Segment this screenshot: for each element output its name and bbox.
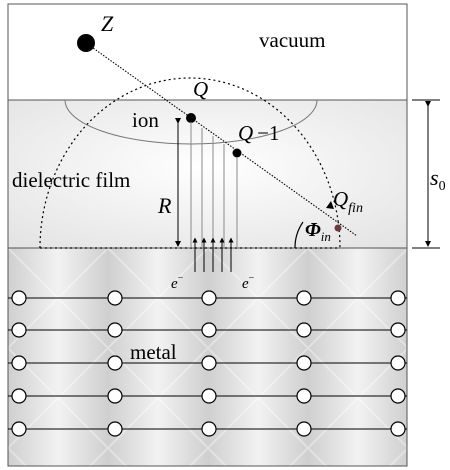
mid-charge-label: Q−1 xyxy=(238,121,280,145)
projectile-label: Z xyxy=(101,11,114,36)
lattice-atom xyxy=(11,388,27,404)
electron-arrows xyxy=(192,237,234,272)
vacuum-label: vacuum xyxy=(259,28,325,52)
lattice-atom xyxy=(107,355,123,371)
metal-lattice xyxy=(8,290,407,437)
lattice-atom xyxy=(201,388,217,404)
surface-charge-label: Q xyxy=(193,77,208,101)
lattice-atom xyxy=(296,290,312,306)
lattice-atom xyxy=(296,421,312,437)
final-charge-label: Qfin xyxy=(333,187,363,216)
lattice-atom xyxy=(11,355,27,371)
lattice-atom xyxy=(11,421,27,437)
lattice-atom xyxy=(107,388,123,404)
lattice-atom xyxy=(296,388,312,404)
lattice-atom xyxy=(107,322,123,338)
ion-mid-dot xyxy=(232,148,242,158)
final-ion-dot xyxy=(334,224,342,232)
lattice-atom xyxy=(296,355,312,371)
lattice-atom xyxy=(201,322,217,338)
lattice-atom xyxy=(11,322,27,338)
vacuum-region xyxy=(7,3,408,101)
ion-label: ion xyxy=(132,108,159,132)
dielectric-film-region xyxy=(7,99,408,249)
lattice-atom xyxy=(390,388,406,404)
ion-dot xyxy=(186,113,196,123)
lattice-atom xyxy=(296,322,312,338)
incidence-angle-arc xyxy=(294,221,304,249)
lattice-atom xyxy=(390,290,406,306)
angle-label: Φin xyxy=(305,219,331,244)
electron-transfer-lines xyxy=(190,122,238,248)
electron-right-label: e− xyxy=(242,273,255,292)
lattice-atom xyxy=(107,421,123,437)
lattice-atom xyxy=(11,290,27,306)
lattice-atom xyxy=(390,421,406,437)
trajectory-arrowhead xyxy=(326,201,334,209)
lattice-atom xyxy=(201,290,217,306)
thickness-label: s0 xyxy=(430,165,446,194)
metal-label: metal xyxy=(130,340,177,364)
dotted-semicircle xyxy=(39,77,341,249)
electron-left-label: e− xyxy=(171,273,184,292)
lattice-atom xyxy=(201,355,217,371)
lattice-atom xyxy=(201,421,217,437)
distance-label: R xyxy=(157,193,172,218)
projectile-atom xyxy=(77,34,95,52)
film-label: dielectric film xyxy=(12,168,130,192)
lattice-atom xyxy=(390,322,406,338)
lattice-atom xyxy=(390,355,406,371)
trajectory-line xyxy=(85,42,358,237)
lattice-atom xyxy=(107,290,123,306)
